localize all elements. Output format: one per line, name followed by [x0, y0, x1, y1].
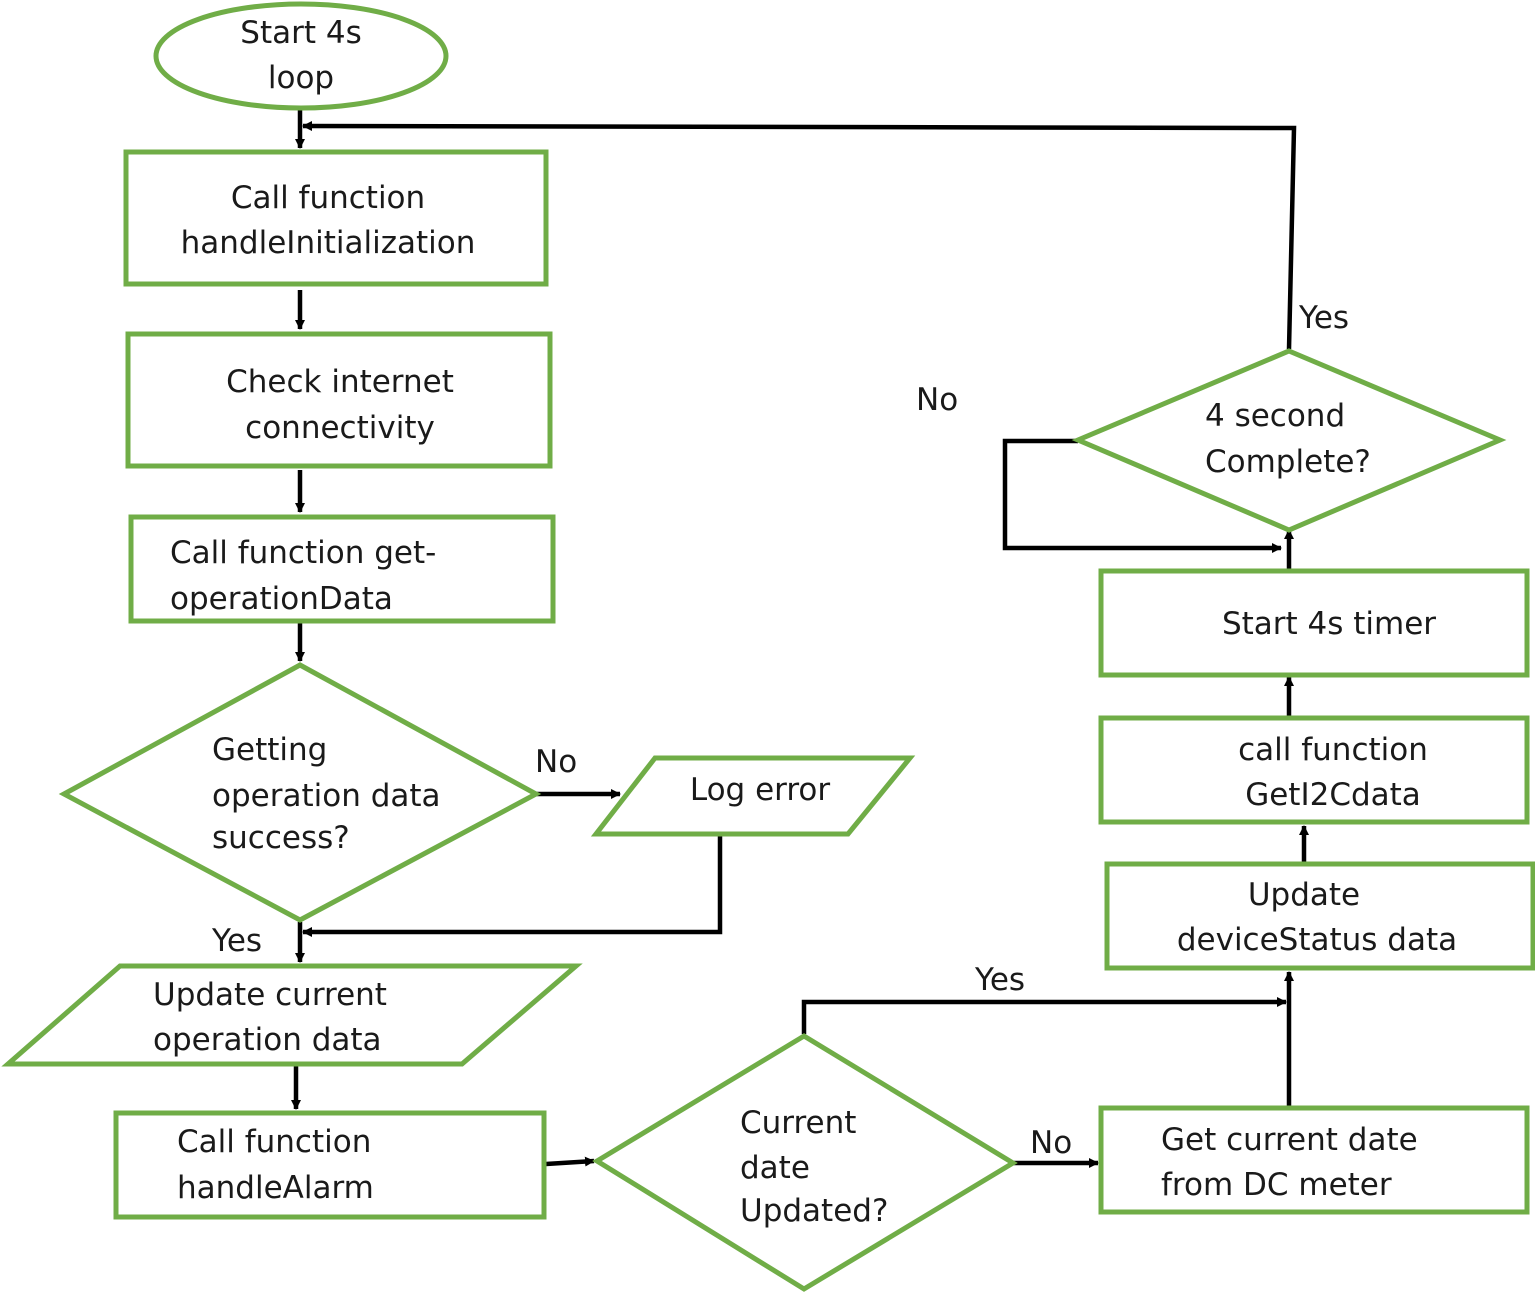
update-operation-line-1: Update current: [153, 977, 387, 1013]
get-i2c-box: call function GetI2Cdata: [1098, 715, 1530, 825]
update-operation-box: Update current operation data: [1, 963, 583, 1067]
operation-success-diamond: [58, 662, 542, 923]
handle-alarm-line-1: Call function: [177, 1124, 371, 1160]
update-operation-parallelogram: [1, 963, 583, 1067]
edge-label-date-no: No: [1030, 1125, 1072, 1161]
operation-success-line-2: operation data: [212, 778, 441, 814]
edge-label-4s-yes: Yes: [1298, 300, 1349, 336]
operation-success-line-1: Getting: [212, 732, 327, 768]
handle-initialization-rect: [123, 149, 549, 287]
connectors: [291, 110, 1309, 1168]
handle-alarm-box: Call function handleAlarm: [113, 1110, 547, 1220]
operation-success-decision: Getting operation data success?: [58, 662, 542, 923]
four-second-line-1: 4 second: [1205, 398, 1345, 434]
get-date-line-1: Get current date: [1161, 1122, 1418, 1158]
edge-4s-no-loop: [1002, 438, 1282, 553]
log-error-parallelogram: [590, 755, 916, 837]
handle-initialization-line-2: handleInitialization: [181, 225, 476, 261]
update-status-box: Update deviceStatus data: [1104, 861, 1535, 971]
get-date-rect: [1098, 1105, 1530, 1215]
update-status-line-2: deviceStatus data: [1177, 922, 1457, 958]
date-updated-decision: Current date Updated?: [592, 1033, 1018, 1292]
edge-log-back-to-main: [302, 836, 723, 937]
four-second-decision: 4 second Complete?: [1071, 348, 1507, 533]
update-operation-line-2: operation data: [153, 1022, 382, 1058]
get-date-line-2: from DC meter: [1161, 1167, 1392, 1203]
edge-labels: No Yes Yes No Yes No: [211, 300, 1349, 1161]
get-i2c-line-2: GetI2Cdata: [1245, 777, 1421, 813]
get-i2c-line-1: call function: [1238, 732, 1428, 768]
check-internet-line-2: connectivity: [245, 410, 435, 446]
date-updated-diamond: [592, 1033, 1018, 1292]
start-node: Start 4s loop: [153, 1, 449, 111]
date-updated-line-1: Current: [740, 1105, 856, 1141]
log-error-text: Log error: [690, 772, 831, 808]
update-status-line-1: Update: [1248, 877, 1360, 913]
handle-initialization-line-1: Call function: [231, 180, 425, 216]
check-internet-rect: [125, 331, 553, 469]
get-operation-data-box: Call function get- operationData: [128, 514, 556, 624]
edge-alarm-to-date-decision: [545, 1156, 595, 1167]
four-second-diamond: [1071, 348, 1507, 533]
edge-date-yes-to-junction: [801, 997, 1287, 1034]
edge-label-date-yes: Yes: [974, 962, 1025, 998]
date-updated-line-3: Updated?: [740, 1193, 888, 1229]
start-line-2: loop: [268, 60, 334, 96]
update-status-rect: [1104, 861, 1535, 971]
handle-alarm-line-2: handleAlarm: [177, 1170, 374, 1206]
edge-label-op-yes: Yes: [211, 923, 262, 959]
check-internet-line-1: Check internet: [226, 364, 454, 400]
log-error-box: Log error: [590, 755, 916, 837]
edge-label-4s-no: No: [916, 382, 958, 418]
get-i2c-rect: [1098, 715, 1530, 825]
edge-4s-yes-back-to-top: [302, 121, 1297, 350]
start-ellipse: [153, 1, 449, 111]
start-timer-box: Start 4s timer: [1098, 568, 1530, 678]
get-operation-data-line-1: Call function get-: [170, 535, 436, 571]
get-operation-data-line-2: operationData: [170, 581, 393, 617]
start-timer-text: Start 4s timer: [1222, 606, 1436, 642]
start-line-1: Start 4s: [240, 15, 361, 51]
four-second-line-2: Complete?: [1205, 444, 1371, 480]
start-timer-rect: [1098, 568, 1530, 678]
edge-label-op-no: No: [535, 744, 577, 780]
handle-alarm-rect: [113, 1110, 547, 1220]
get-operation-data-rect: [128, 514, 556, 624]
handle-initialization-box: Call function handleInitialization: [123, 149, 549, 287]
operation-success-line-3: success?: [212, 820, 350, 856]
get-date-box: Get current date from DC meter: [1098, 1105, 1530, 1215]
check-internet-box: Check internet connectivity: [125, 331, 553, 469]
date-updated-line-2: date: [740, 1150, 810, 1186]
